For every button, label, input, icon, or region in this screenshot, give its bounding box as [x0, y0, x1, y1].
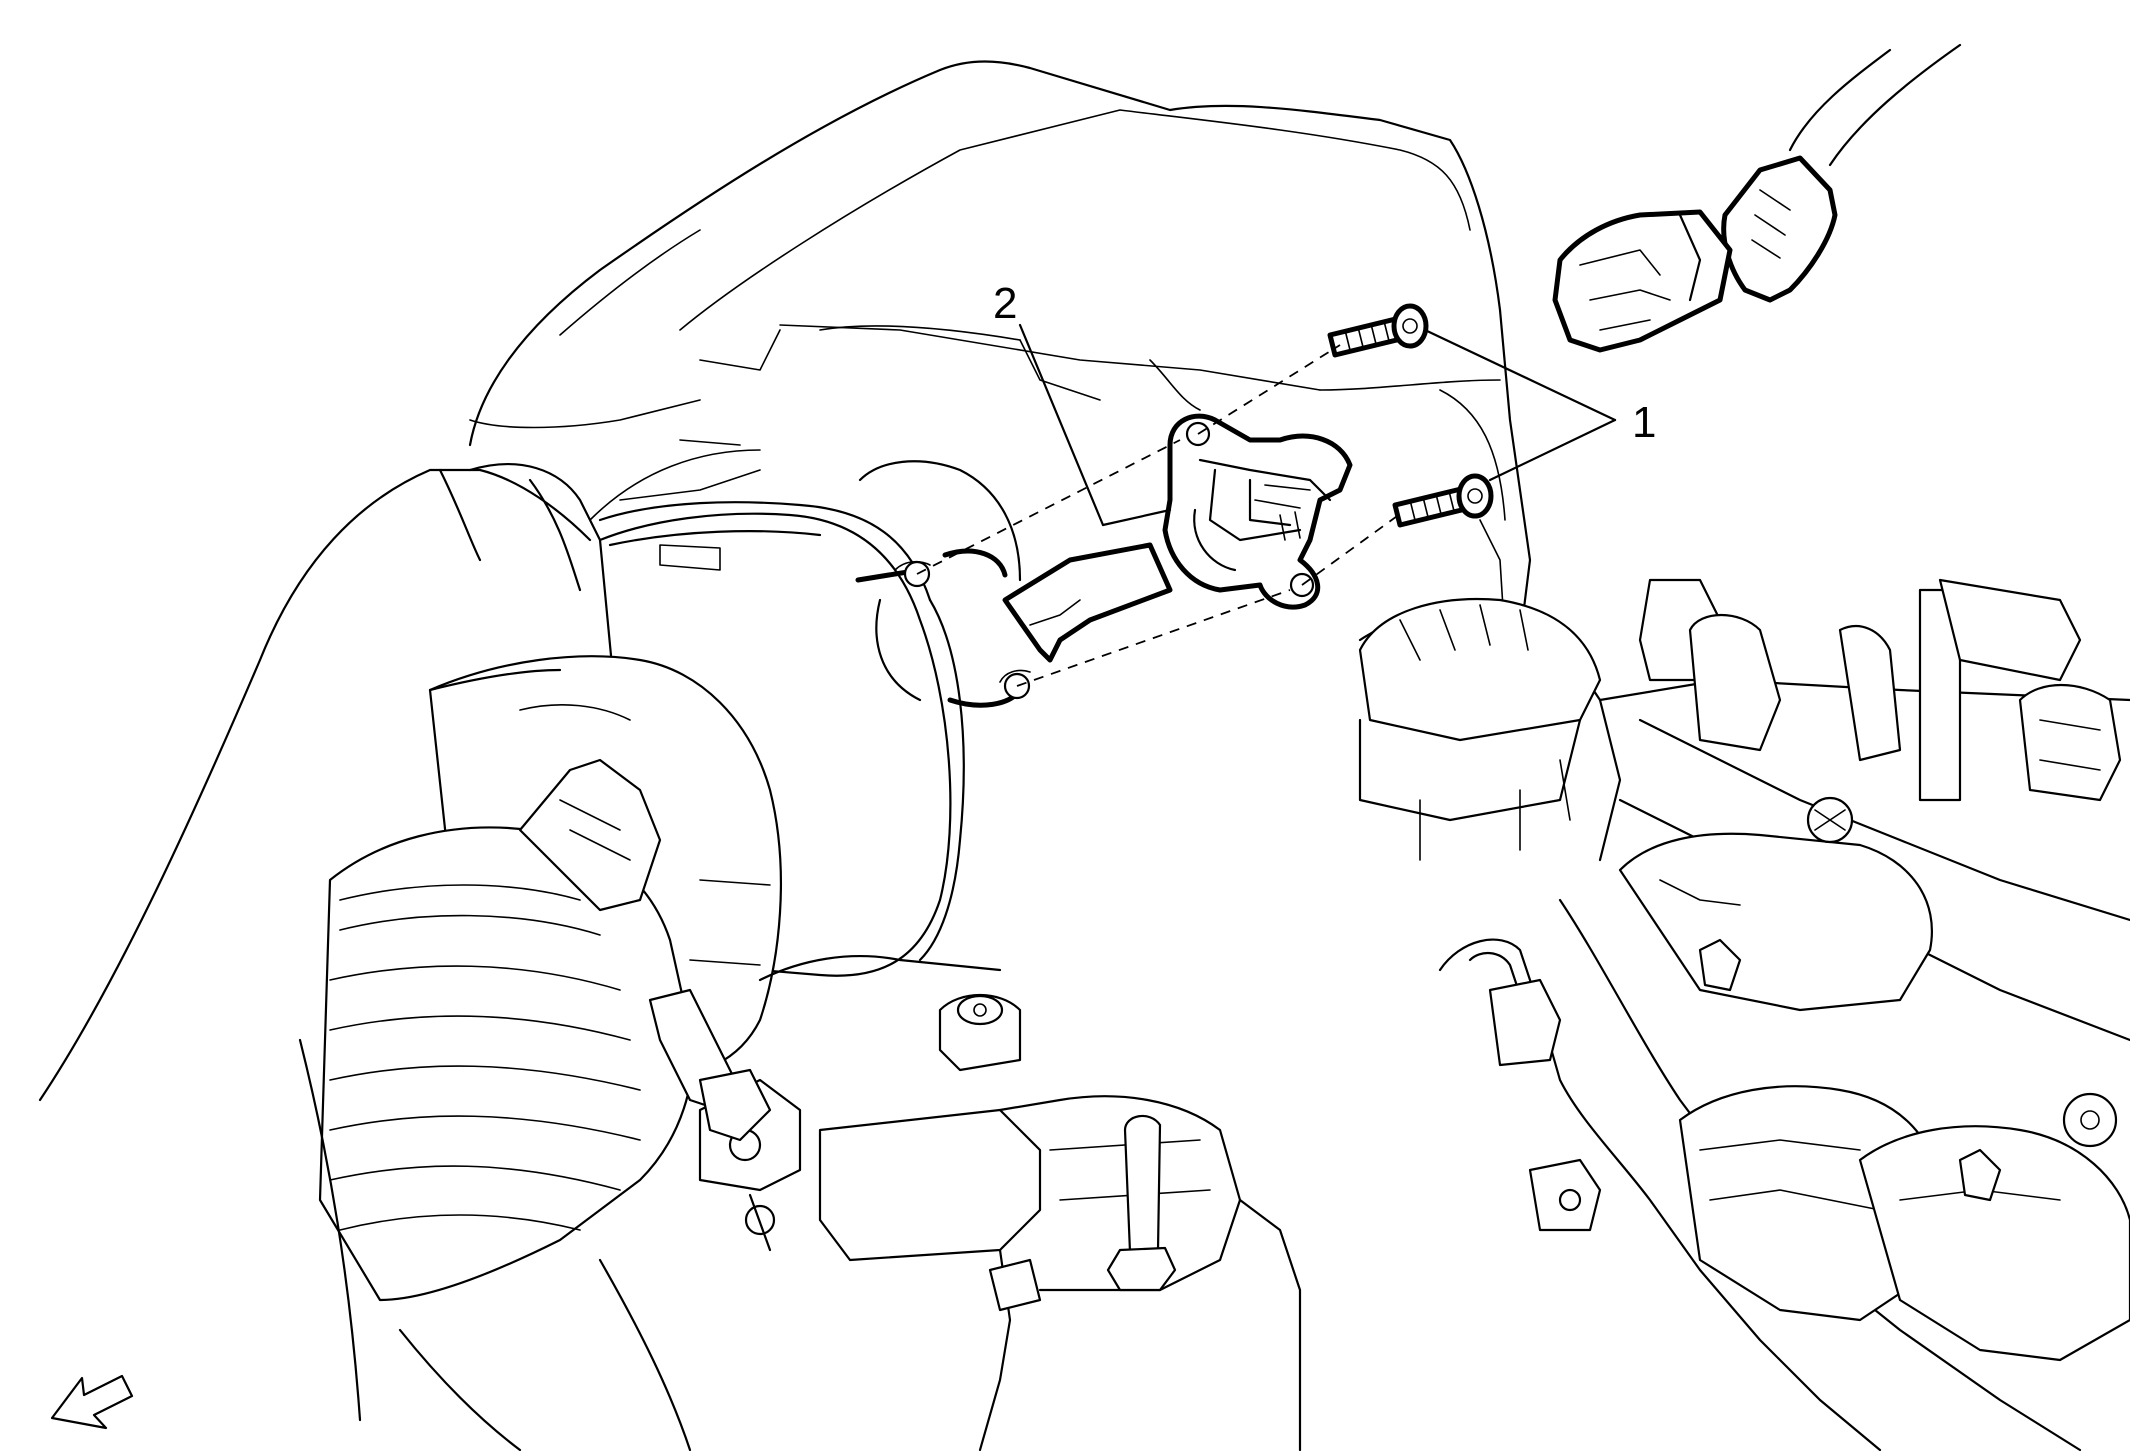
mass-air-flow-sensor	[1002, 413, 1353, 663]
engine-cover-area	[938, 578, 2130, 1451]
callout-label-1: 1	[1632, 398, 1656, 447]
electrical-connector	[1552, 43, 1962, 353]
intake-manifold	[648, 955, 1302, 1451]
callout-label-2: 2	[993, 279, 1017, 328]
arrow-left-icon	[50, 1374, 134, 1430]
air-cleaner-housing	[468, 60, 1532, 642]
leader-lines	[1018, 323, 1617, 527]
screw-lower	[1392, 473, 1494, 528]
air-intake-duct	[38, 463, 965, 1451]
installation-guide-lines	[916, 344, 1401, 687]
screw-upper	[1327, 303, 1429, 358]
